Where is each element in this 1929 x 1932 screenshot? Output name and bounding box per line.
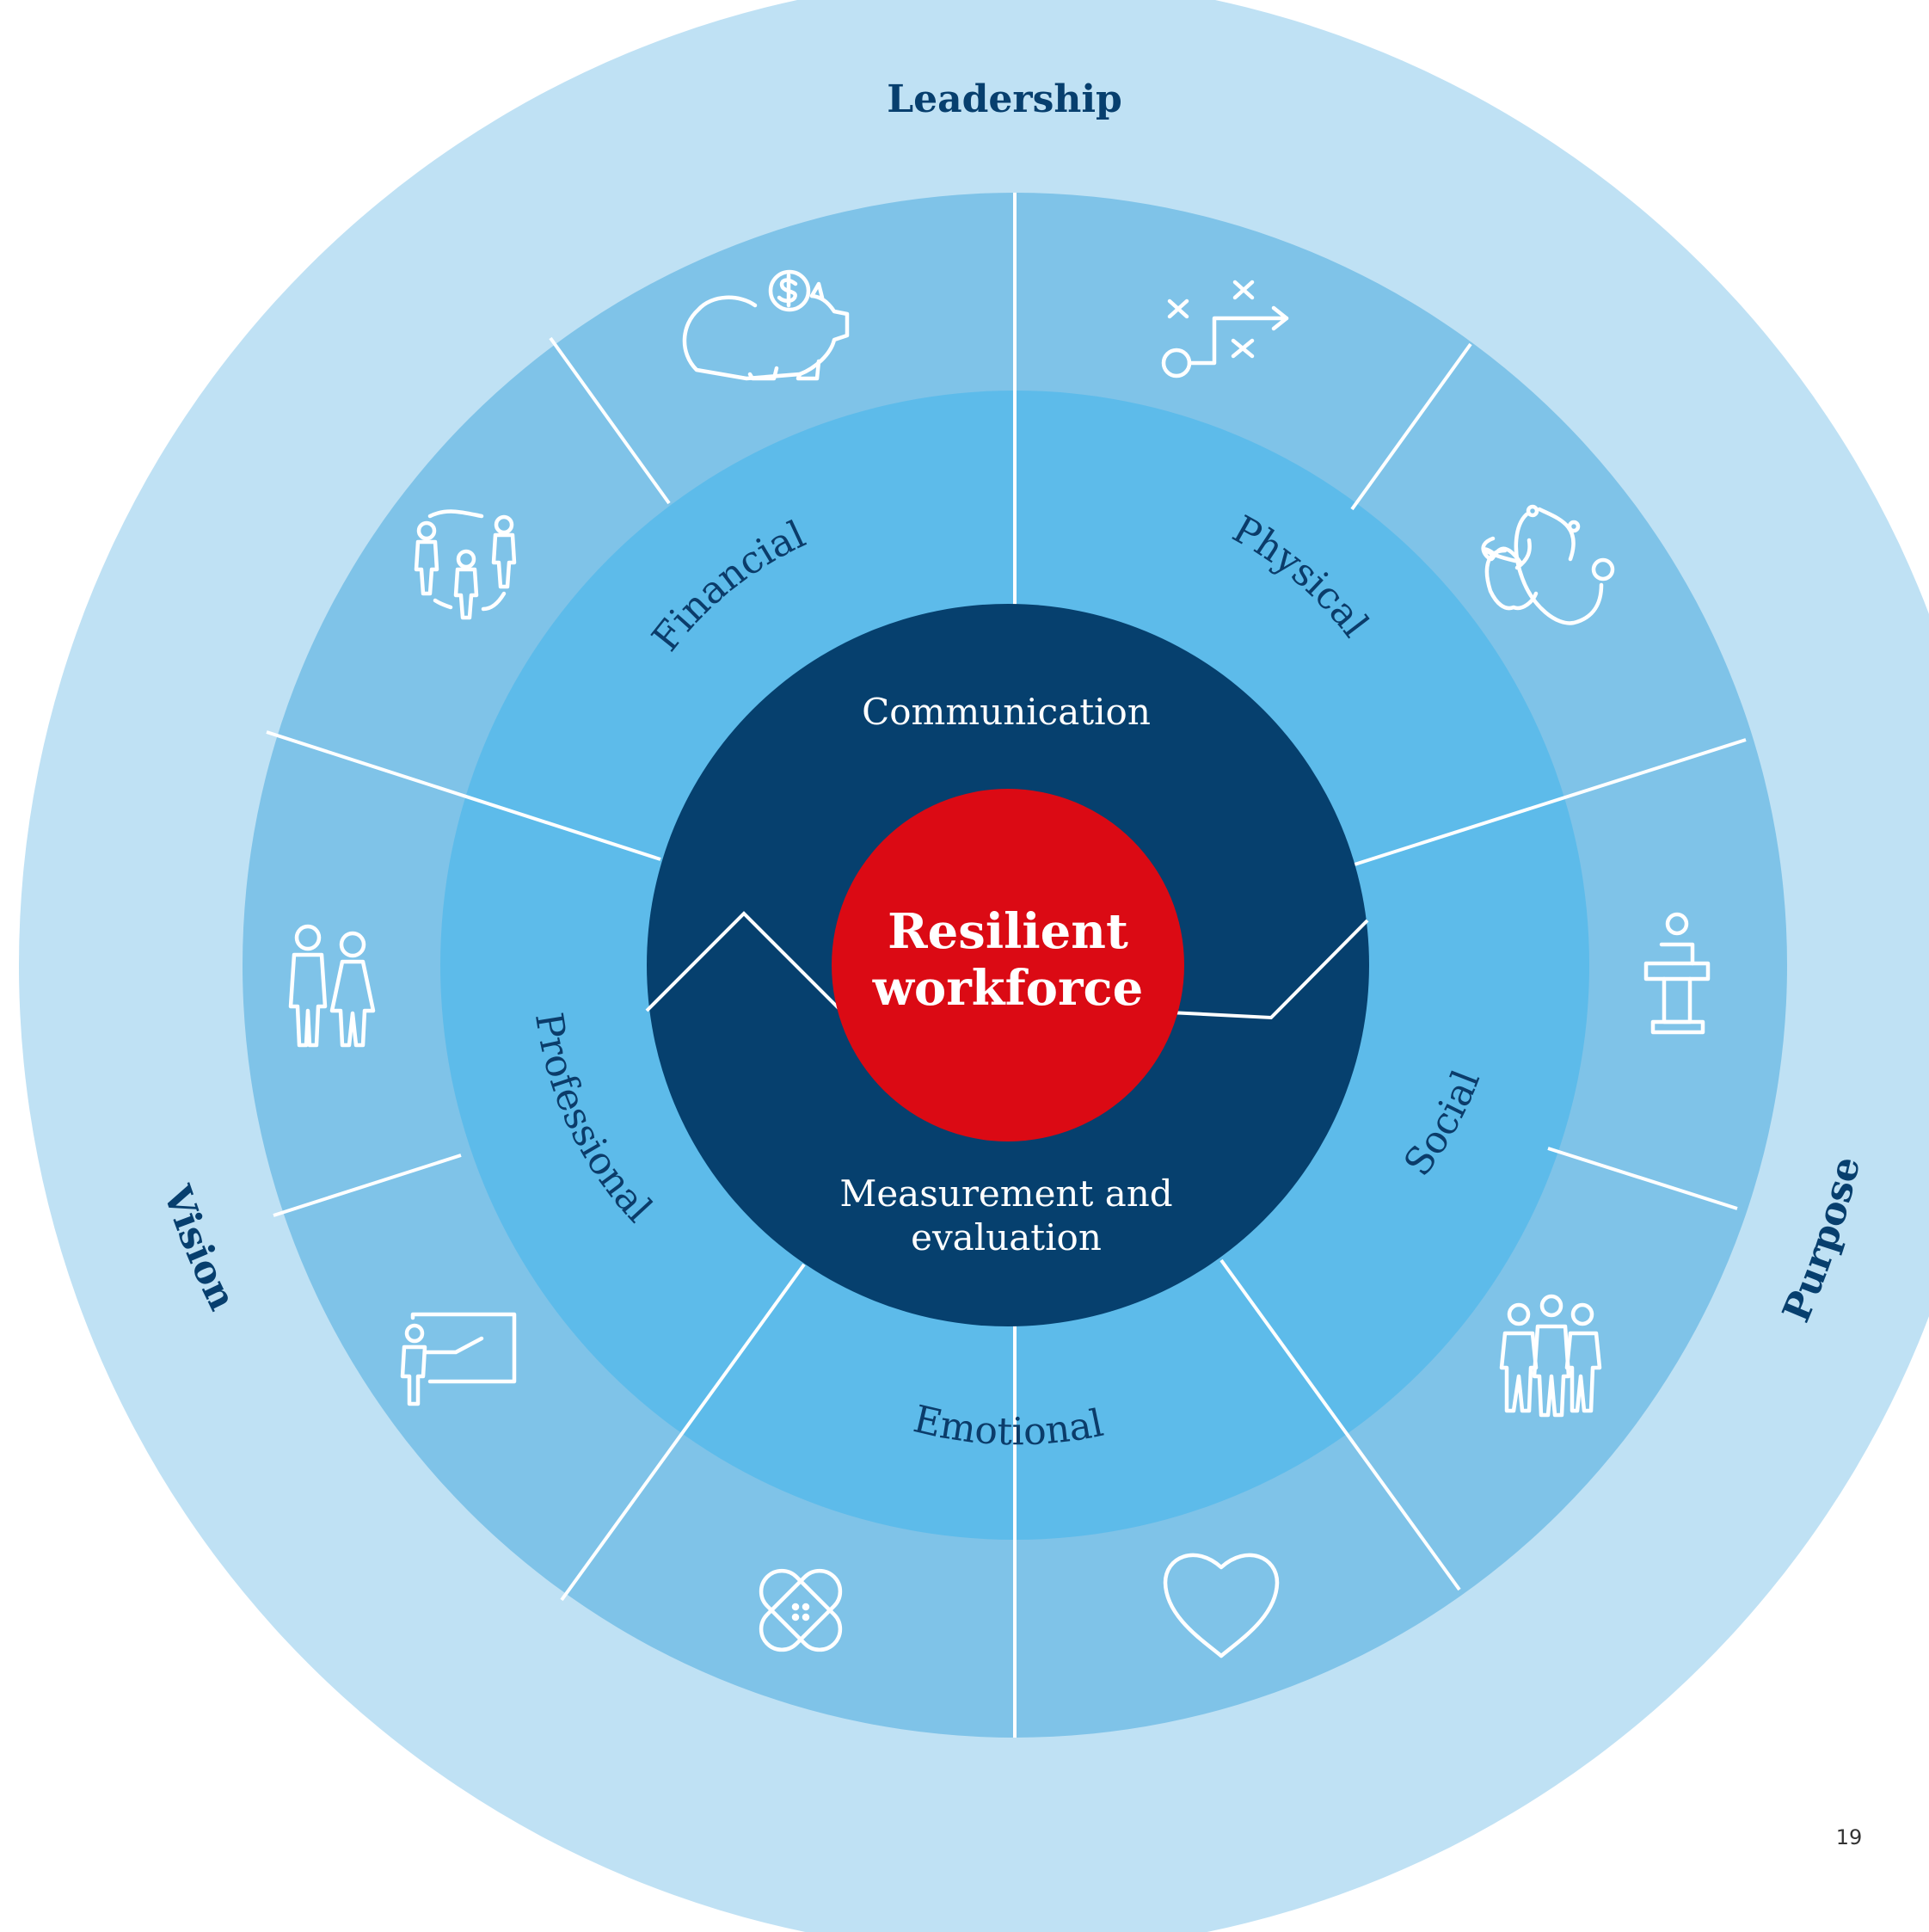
measurement-label-line2: evaluation [911, 1216, 1102, 1258]
family-group-icon [1499, 1294, 1602, 1418]
heart-icon [1163, 1553, 1280, 1658]
bandage-icon [759, 1568, 843, 1652]
people-cycle-icon [414, 509, 517, 620]
resilient-label: Resilient [888, 903, 1128, 960]
podium-speaker-icon [1643, 912, 1711, 1035]
workforce-label: workforce [872, 960, 1144, 1017]
leadership-label: Leadership [887, 77, 1122, 121]
communication-label: Communication [862, 691, 1151, 733]
strategy-play-icon [1161, 280, 1289, 378]
couple-icon [288, 924, 376, 1048]
piggy-bank-icon [682, 269, 850, 381]
apple-stethoscope-icon [1481, 504, 1615, 625]
presentation-board-icon [400, 1312, 517, 1406]
pillar-dividers [266, 193, 1747, 1738]
page-number: 19 [1835, 1825, 1863, 1849]
measurement-label-line1: Measurement and [839, 1172, 1172, 1215]
center-circle [832, 789, 1184, 1141]
